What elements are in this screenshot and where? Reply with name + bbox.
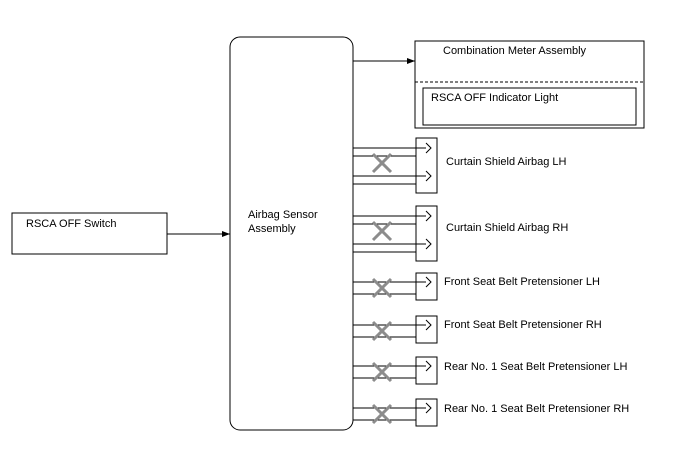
output-label: Curtain Shield Airbag LH [446,156,567,168]
output-rear-pretensioner-lh: Rear No. 1 Seat Belt Pretensioner LH [353,356,627,385]
output-rear-pretensioner-rh: Rear No. 1 Seat Belt Pretensioner RH [353,398,629,427]
output-label: Curtain Shield Airbag RH [446,222,568,234]
squib-pin [425,210,432,222]
airbag-sensor-label-line2: Assembly [248,223,296,235]
airbag-sensor-label-line1: Airbag Sensor [248,209,318,221]
output-label: Front Seat Belt Pretensioner LH [444,276,600,288]
squib-connector [415,315,438,344]
squib-pin [425,402,432,414]
combination-meter-assembly: Combination Meter Assembly RSCA OFF Indi… [414,40,645,129]
output-front-pretensioner-lh: Front Seat Belt Pretensioner LH [353,272,600,301]
disconnect-cross-icon [371,361,393,383]
squib-pin [425,170,432,182]
output-curtain-shield-airbag-lh: Curtain Shield Airbag LH [353,137,567,194]
squib-pin [425,319,432,331]
disconnect-cross-icon [371,220,393,242]
squib-pin [425,238,432,250]
squib-connector [415,398,438,427]
squib-connector [415,137,438,194]
squib-connector [415,272,438,301]
output-label: Rear No. 1 Seat Belt Pretensioner LH [444,361,627,373]
output-label: Rear No. 1 Seat Belt Pretensioner RH [444,403,629,415]
squib-pin [425,360,432,372]
disconnect-cross-icon [371,320,393,342]
disconnect-cross-icon [371,277,393,299]
combination-meter-label: Combination Meter Assembly [443,45,587,57]
disconnect-cross-icon [371,403,393,425]
squib-pin [425,276,432,288]
squib-pin [425,142,432,154]
rsca-off-switch: RSCA OFF Switch [11,212,168,255]
airbag-sensor-assembly: Airbag Sensor Assembly [229,36,354,431]
rsca-off-indicator-label: RSCA OFF Indicator Light [431,92,558,104]
output-label: Front Seat Belt Pretensioner RH [444,319,602,331]
output-front-pretensioner-rh: Front Seat Belt Pretensioner RH [353,315,602,344]
squib-connector [415,205,438,262]
squib-connector [415,356,438,385]
rsca-off-indicator-light [422,87,637,126]
output-curtain-shield-airbag-rh: Curtain Shield Airbag RH [353,205,568,262]
rsca-off-switch-label: RSCA OFF Switch [26,218,116,230]
disconnect-cross-icon [371,152,393,174]
